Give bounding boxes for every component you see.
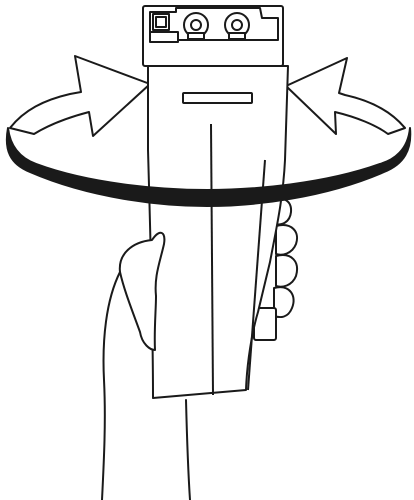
right-arrow-icon <box>286 58 405 134</box>
device-top-cap-icon <box>143 6 283 66</box>
device-cartridge-icon <box>148 66 288 398</box>
connector-knob-left-icon <box>184 13 208 39</box>
left-arrow-icon <box>10 56 150 136</box>
connector-knob-right-icon <box>225 13 249 39</box>
